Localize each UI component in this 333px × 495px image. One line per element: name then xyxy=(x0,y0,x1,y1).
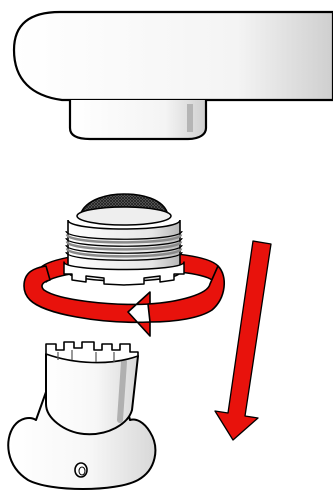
aerator-key xyxy=(8,342,155,489)
aerator-insert xyxy=(64,194,184,285)
removal-arrow xyxy=(215,241,271,440)
faucet-spout xyxy=(14,12,333,139)
